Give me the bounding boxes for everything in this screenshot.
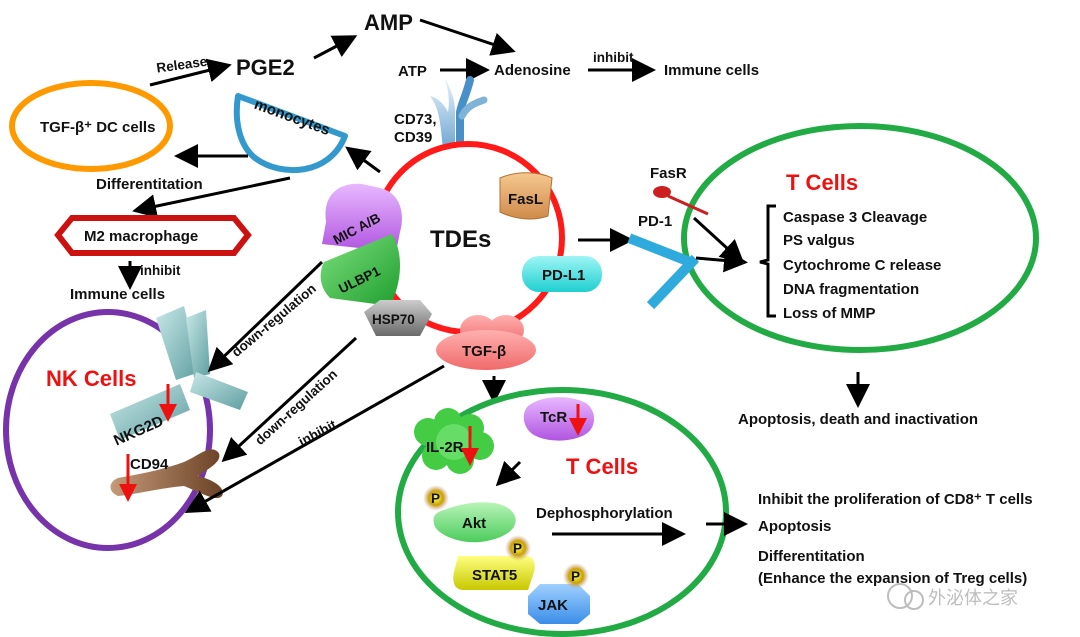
ulbp1-downregulation-arrow [207, 260, 324, 373]
pd-l1-ligand [522, 256, 602, 292]
bottom-outcome-item: (Enhance the expansion of Treg cells) [758, 570, 1027, 587]
akt-phosphate-label: P [431, 491, 440, 506]
tgf-inhibit-label: inhibit [296, 417, 339, 449]
m2-macrophage-shape [54, 215, 252, 256]
monocytes-to-m2-arrow [132, 176, 291, 219]
bottom-outcome-item: Apoptosis [758, 518, 831, 535]
stat5-phosphate-label: P [513, 541, 522, 556]
jak-protein [528, 584, 590, 624]
t-cells-right-title: T Cells [786, 170, 858, 195]
tgf-beta-ligand [436, 315, 536, 370]
pge2-to-amp-arrow [313, 35, 358, 60]
hsp70-label: HSP70 [372, 312, 415, 327]
il2r-label: IL-2R [426, 439, 464, 456]
t-cells-right-ring [681, 123, 1039, 353]
effect-item: PS valgus [783, 232, 855, 249]
tde-to-monocytes-arrow [345, 146, 381, 174]
m2-immune-cells-label: Immune cells [70, 286, 165, 303]
akt-label: Akt [462, 515, 486, 532]
tgf-dc-cells-label: TGF-β⁺ DC cells [40, 119, 155, 136]
fasl-label: FasL [508, 191, 543, 208]
right-outcome-label: Apoptosis, death and inactivation [738, 411, 978, 428]
pd-l1-label: PD-L1 [542, 267, 585, 284]
amp-label: AMP [364, 10, 413, 35]
pge2-label: PGE2 [236, 55, 295, 80]
tgf-inhibit-nk-arrow [184, 364, 445, 513]
jak-phosphate-label: P [571, 569, 580, 584]
pd1-label: PD-1 [638, 213, 672, 230]
pd1-receptor [627, 233, 700, 310]
cd94-receptor [110, 449, 223, 499]
cd94-label: CD94 [130, 456, 169, 473]
m2-inhibit-label: inhibit [140, 263, 181, 278]
fasl-ligand [499, 172, 553, 220]
release-label: Release [155, 54, 208, 76]
effect-item: DNA fragmentation [783, 281, 919, 298]
bottom-outcome-item: Inhibit the proliferation of CD8⁺ T cell… [758, 491, 1033, 508]
tde-label: TDEs [430, 226, 491, 253]
adenosine-label: Adenosine [494, 62, 571, 79]
akt-phosphate-icon [423, 485, 449, 511]
atp-label: ATP [398, 63, 427, 80]
monocytes-shape [233, 93, 348, 174]
adenosine-inhibit-label: inhibit [593, 50, 634, 65]
effect-item: Caspase 3 Cleavage [783, 209, 927, 226]
tcr-label: TcR [540, 409, 567, 426]
stat5-phosphate-icon [505, 535, 531, 561]
hsp70-downregulation-arrow [221, 336, 358, 463]
mic-ab-ligand [322, 183, 402, 252]
dephosphorylation-label: Dephosphorylation [536, 505, 673, 522]
effects-bracket [759, 204, 776, 318]
fasr-label: FasR [650, 165, 687, 182]
immune-cells-top-label: Immune cells [664, 62, 759, 79]
watermark-label: 外泌体之家 [928, 588, 1018, 608]
effect-item: Cytochrome C release [783, 257, 941, 274]
watermark: 外泌体之家 [887, 583, 1018, 610]
effect-item: Loss of MMP [783, 305, 876, 322]
cd73-label: CD73, [394, 111, 437, 128]
pd1-signal-arrow [695, 248, 748, 273]
differentiation-label: Differentitation [96, 176, 203, 193]
jak-label: JAK [538, 597, 568, 614]
jak-phosphate-icon [563, 563, 589, 589]
akt-protein [433, 502, 516, 543]
amp-to-adenosine-arrow [419, 18, 516, 56]
fasr-receptor [653, 186, 709, 216]
cd39-label: CD39 [394, 129, 432, 146]
release-arrow [149, 58, 232, 87]
receptor-to-akt-arrow [495, 460, 522, 487]
nkg2d-receptor [110, 306, 248, 440]
t-cells-bottom-title: T Cells [566, 454, 638, 479]
m2-macrophage-label: M2 macrophage [84, 228, 198, 245]
down-regulation-label-1: down-regulation [229, 281, 319, 360]
tgf-dc-cells-ring [9, 80, 173, 172]
hsp70-ligand [364, 300, 432, 336]
il2r-receptor [414, 408, 494, 474]
stat5-protein [453, 556, 535, 590]
bottom-outcome-item: Differentitation [758, 548, 865, 565]
ulbp1-ligand [320, 234, 400, 306]
stat5-label: STAT5 [472, 567, 517, 584]
tgf-beta-label: TGF-β [462, 343, 506, 360]
nk-cells-title: NK Cells [46, 366, 136, 391]
